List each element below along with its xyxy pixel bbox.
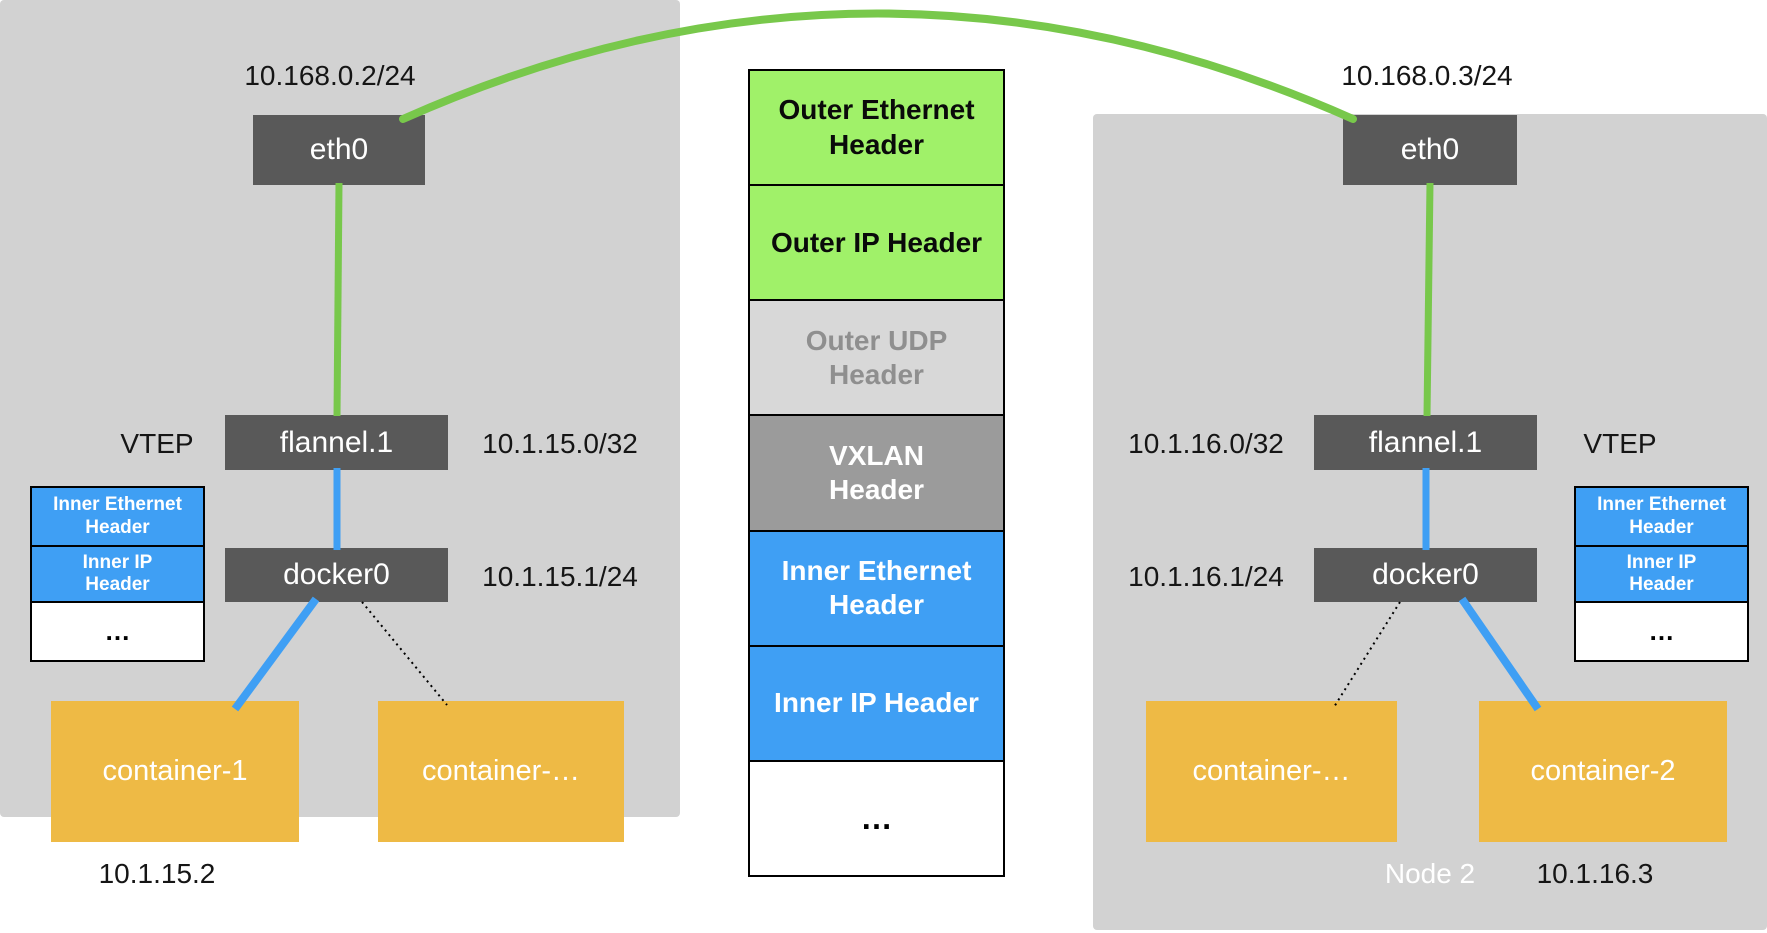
node2-docker0-label: docker0	[1372, 558, 1479, 591]
node2-uplink-ip: 10.168.0.3/24	[1341, 60, 1513, 91]
node1-inner-ip-header: Inner IP Header	[32, 547, 203, 603]
node1-inner-packet-rest: …	[32, 603, 203, 660]
node2-vtep-label: VTEP	[1583, 428, 1657, 459]
packet-inner-ethernet-header: Inner Ethernet Header	[750, 531, 1003, 647]
packet-inner-ip-header: Inner IP Header	[750, 646, 1003, 762]
packet-outer-ip-header: Outer IP Header	[750, 186, 1003, 302]
node1-inner-ethernet-header: Inner Ethernet Header	[32, 488, 203, 547]
node1-name: Node 1	[289, 858, 381, 889]
node2-docker0-box: docker0	[1314, 548, 1537, 602]
node2-container-2-label: container-2	[1530, 755, 1676, 787]
node2-flannel-box: flannel.1	[1314, 415, 1537, 470]
node1-uplink-ip: 10.168.0.2/24	[244, 60, 416, 91]
node1-docker0-ip: 10.1.15.1/24	[482, 561, 638, 592]
node2-container-n-box: container-…	[1146, 701, 1397, 842]
node2-flannel-label: flannel.1	[1368, 425, 1483, 459]
node1-eth0-box: eth0	[253, 115, 425, 185]
node2-docker0-ip: 10.1.16.1/24	[1128, 561, 1284, 592]
node1-container-1-label: container-1	[102, 755, 248, 787]
packet-vxlan-header: VXLAN Header	[750, 416, 1003, 532]
node2-eth0-label: eth0	[1400, 133, 1460, 166]
node1-container-n-box: container-…	[378, 701, 624, 842]
node1-inner-packet: Inner Ethernet Header Inner IP Header …	[30, 486, 205, 662]
node2-inner-packet-rest: …	[1576, 603, 1747, 660]
node2-inner-packet: Inner Ethernet Header Inner IP Header …	[1574, 486, 1749, 662]
node2-container-ip: 10.1.16.3	[1536, 858, 1654, 889]
packet-outer-ethernet-header: Outer Ethernet Header	[750, 71, 1003, 187]
node2-container-n-label: container-…	[1192, 755, 1351, 787]
node2-container-2-box: container-2	[1479, 701, 1727, 842]
packet-outer-udp-header: Outer UDP Header	[750, 301, 1003, 417]
node2-eth0-box: eth0	[1343, 115, 1517, 185]
node2-name: Node 2	[1384, 858, 1476, 889]
node2-inner-ip-header: Inner IP Header	[1576, 547, 1747, 603]
node1-flannel-label: flannel.1	[279, 425, 394, 459]
node1-vtep-label: VTEP	[120, 428, 194, 459]
node1-container-1-box: container-1	[51, 701, 299, 842]
node1-flannel-ip: 10.1.15.0/32	[482, 428, 638, 459]
node2-inner-ethernet-header: Inner Ethernet Header	[1576, 488, 1747, 547]
node1-eth0-label: eth0	[309, 133, 369, 166]
node1-docker0-label: docker0	[283, 558, 390, 591]
node1-docker0-box: docker0	[225, 548, 448, 602]
node1-container-n-label: container-…	[422, 755, 580, 787]
node2-flannel-ip: 10.1.16.0/32	[1128, 428, 1284, 459]
node1-container-ip: 10.1.15.2	[98, 858, 216, 889]
packet-payload-rest: …	[750, 761, 1003, 875]
node1-flannel-box: flannel.1	[225, 415, 448, 470]
vxlan-packet-stack: Outer Ethernet Header Outer IP Header Ou…	[748, 69, 1005, 877]
